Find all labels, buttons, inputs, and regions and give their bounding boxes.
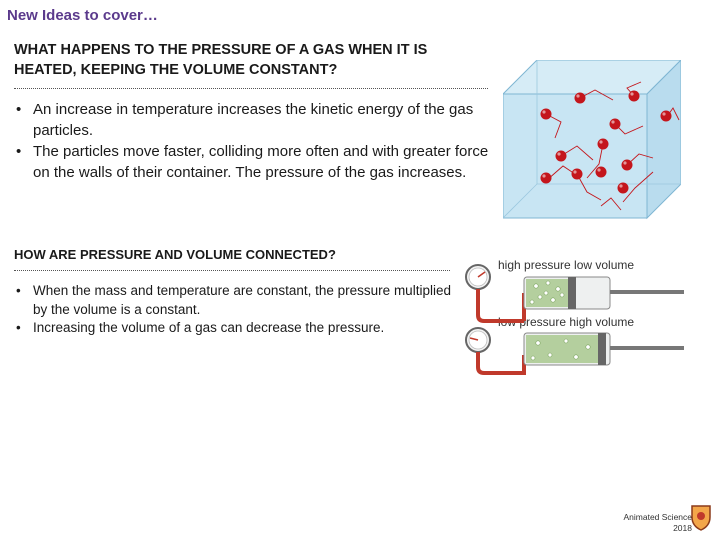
bullet-item: An increase in temperature increases the… <box>14 99 490 141</box>
syringe-gauge-diagram <box>465 264 684 375</box>
footer-credit: Animated Science 2018 <box>612 512 692 534</box>
divider <box>14 270 450 271</box>
label-high-pressure-low-volume: high pressure low volume <box>498 258 635 272</box>
bullet-item: Increasing the volume of a gas can decre… <box>14 319 454 338</box>
label-low-pressure-high-volume: low pressure high volume <box>498 315 635 329</box>
section-heading-pressure-volume: HOW ARE PRESSURE AND VOLUME CONNECTED? <box>14 247 336 262</box>
section-heading-temperature: WHAT HAPPENS TO THE PRESSURE OF A GAS WH… <box>14 42 428 78</box>
gauge-icon <box>465 264 491 290</box>
bullet-list-temperature: An increase in temperature increases the… <box>14 99 490 183</box>
divider <box>14 88 488 89</box>
shield-logo-icon <box>691 505 711 531</box>
bullet-list-pressure-volume: When the mass and temperature are consta… <box>14 282 454 338</box>
gauge-icon <box>465 327 491 353</box>
gas-box-diagram <box>503 60 681 220</box>
footer-line: Animated Science <box>623 512 692 522</box>
bullet-item: When the mass and temperature are consta… <box>14 282 454 319</box>
footer-line: 2018 <box>673 523 692 533</box>
slide-title: New Ideas to cover… <box>7 7 158 24</box>
bullet-item: The particles move faster, colliding mor… <box>14 141 490 183</box>
